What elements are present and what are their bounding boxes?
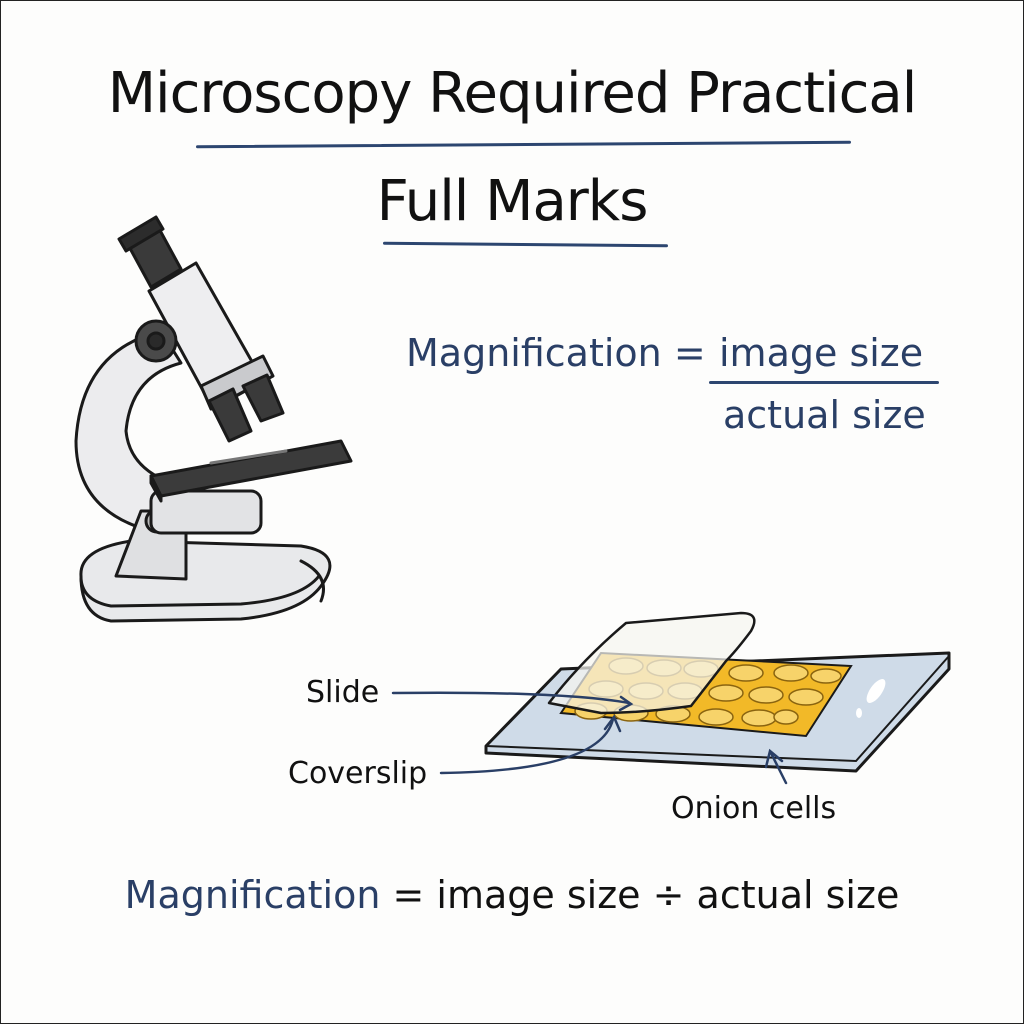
formula-denominator: actual size — [723, 393, 926, 437]
label-slide: Slide — [306, 675, 380, 710]
formula-inline-rest: = image size ÷ actual size — [392, 873, 900, 917]
callout-arrows — [391, 691, 788, 785]
label-coverslip: Coverslip — [288, 756, 428, 791]
title-line-2: Full Marks — [376, 169, 649, 234]
formula-lhs: Magnification = — [406, 331, 706, 375]
formula-inline-term: Magnification — [124, 873, 381, 917]
objective-lens-2 — [241, 373, 285, 423]
coverslip — [547, 611, 756, 715]
formula-inline: Magnification = image size ÷ actual size — [1, 873, 1023, 917]
slide-assembly — [484, 611, 951, 773]
title-line-1: Microscopy Required Practical — [107, 61, 918, 126]
fraction-bar — [709, 381, 939, 384]
formula-numerator: image size — [719, 331, 924, 375]
coverslip-arrow — [439, 717, 615, 775]
microscope — [74, 215, 353, 623]
objective-lens-1 — [207, 387, 253, 443]
microscope-stage — [149, 439, 353, 498]
label-onion-cells: Onion cells — [671, 791, 837, 826]
microscope-base — [79, 539, 332, 623]
slide-arrow — [391, 691, 631, 705]
onion-cells-arrow — [769, 751, 788, 785]
